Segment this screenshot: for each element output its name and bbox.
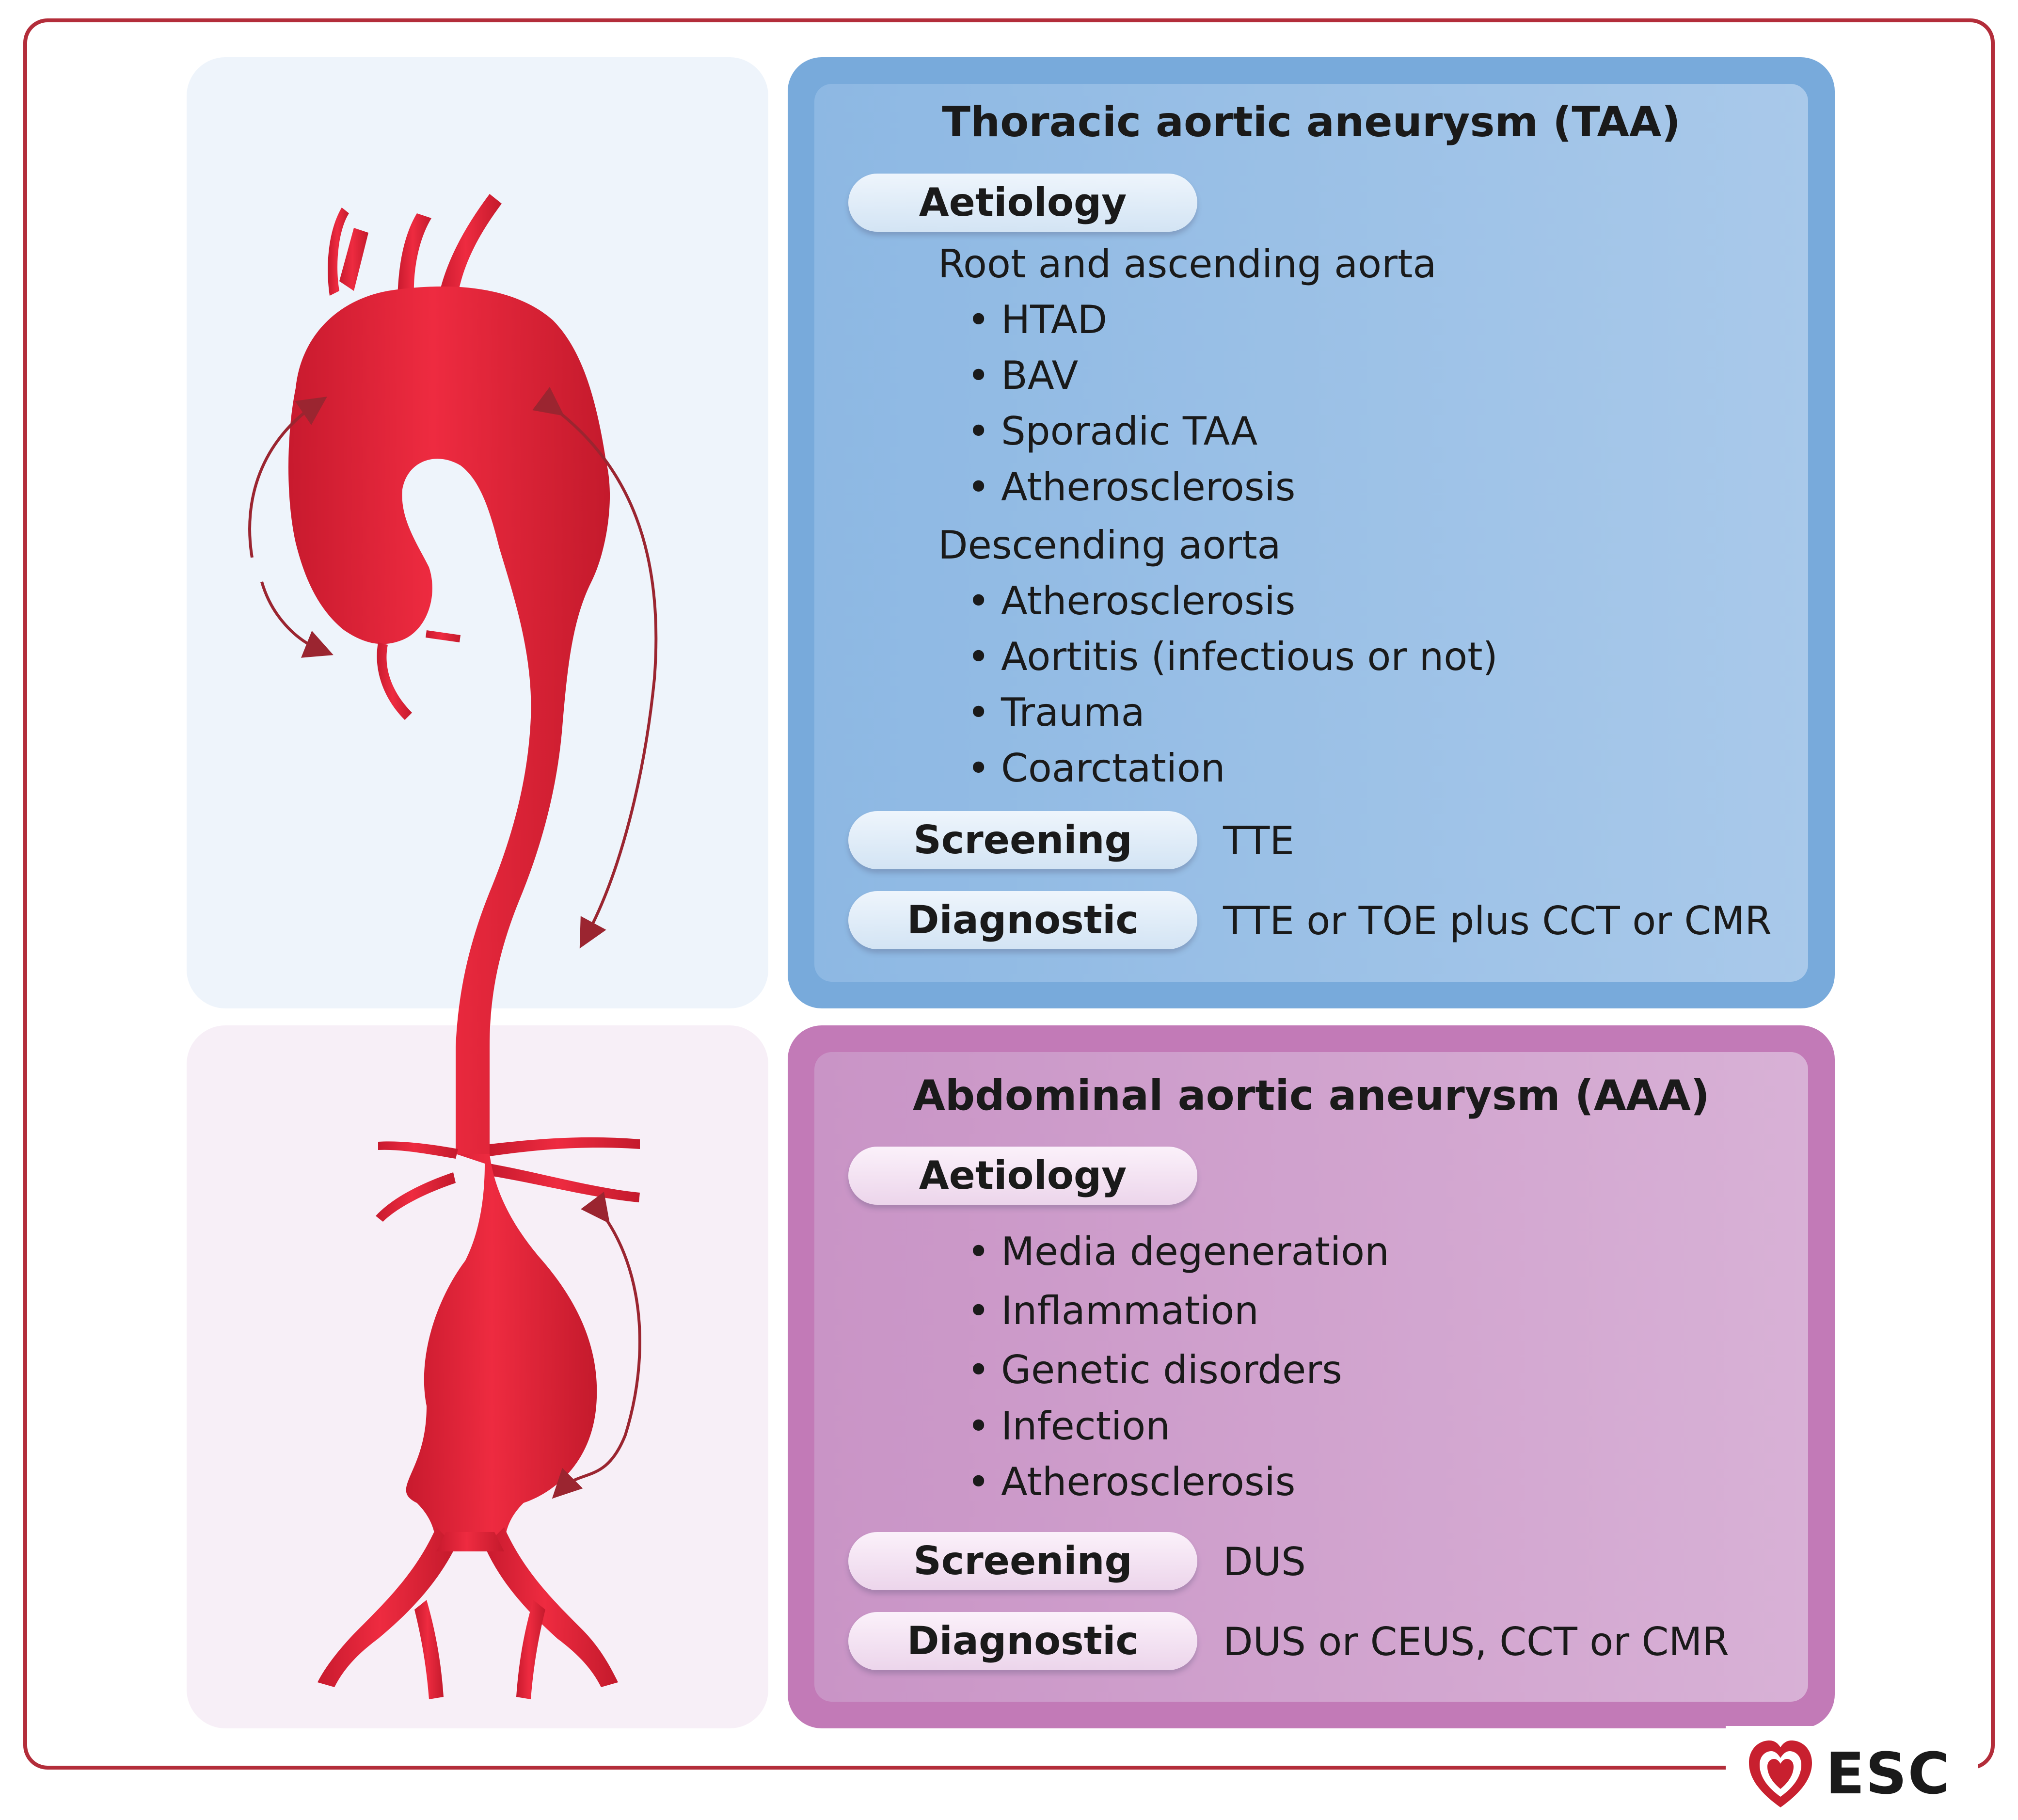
taa-root-item: •Atherosclerosis <box>967 464 1296 510</box>
aaa-diagnostic-label: Diagnostic <box>848 1612 1197 1670</box>
taa-diagnostic-label: Diagnostic <box>848 891 1197 949</box>
taa-screening-label: Screening <box>848 811 1197 869</box>
aaa-aetiology-item: •Infection <box>967 1404 1170 1449</box>
abdominal-aneurysm-box: Abdominal aortic aneurysm (AAA) Aetiolog… <box>788 1025 1835 1728</box>
taa-descending-item: •Coarctation <box>967 746 1225 791</box>
taa-descending-heading: Descending aorta <box>938 523 1281 568</box>
taa-aetiology-label: Aetiology <box>848 174 1197 232</box>
esc-logo-text: ESC <box>1826 1740 1951 1807</box>
aaa-aetiology-item: •Media degeneration <box>967 1229 1389 1274</box>
aaa-screening-label: Screening <box>848 1532 1197 1590</box>
taa-descending-item: •Aortitis (infectious or not) <box>967 634 1498 679</box>
taa-root-item: •BAV <box>967 353 1079 398</box>
taa-root-item: •Sporadic TAA <box>967 409 1258 454</box>
taa-title: Thoracic aortic aneurysm (TAA) <box>942 98 1681 146</box>
aaa-aetiology-item: •Atherosclerosis <box>967 1459 1296 1504</box>
aaa-diagnostic-value: DUS or CEUS, CCT or CMR <box>1223 1619 1729 1664</box>
aaa-screening-value: DUS <box>1223 1539 1306 1584</box>
taa-root-item: •HTAD <box>967 297 1108 342</box>
aaa-aetiology-label: Aetiology <box>848 1147 1197 1205</box>
aaa-title: Abdominal aortic aneurysm (AAA) <box>913 1071 1710 1120</box>
thoracic-aneurysm-box: Thoracic aortic aneurysm (TAA) Aetiology… <box>788 57 1835 1008</box>
aorta-vessel <box>288 194 640 1699</box>
taa-descending-item: •Atherosclerosis <box>967 578 1296 623</box>
taa-descending-item: •Trauma <box>967 690 1145 735</box>
aaa-aetiology-item: •Inflammation <box>967 1288 1259 1333</box>
taa-diagnostic-value: TTE or TOE plus CCT or CMR <box>1223 898 1772 943</box>
esc-logo: ESC <box>1744 1735 1977 1812</box>
aaa-aetiology-item: •Genetic disorders <box>967 1347 1342 1392</box>
taa-root-heading: Root and ascending aorta <box>938 241 1437 287</box>
extent-arrows <box>248 386 658 1499</box>
heart-logo-icon <box>1749 1740 1812 1807</box>
taa-screening-value: TTE <box>1223 818 1294 863</box>
